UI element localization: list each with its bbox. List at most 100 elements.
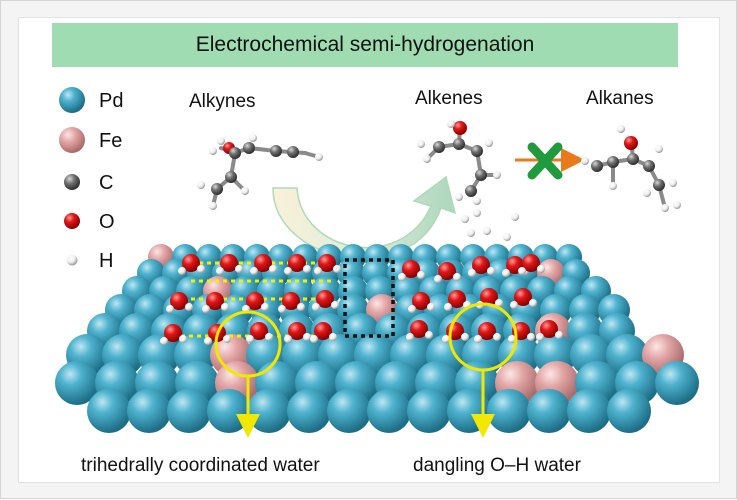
oxygen-atom <box>220 254 238 272</box>
alkyne-molecule <box>197 134 323 210</box>
hydrogen-atom <box>483 227 491 235</box>
fe-atom-icon <box>59 127 85 153</box>
label-alkanes: Alkanes <box>586 88 654 109</box>
pd-atom <box>127 389 171 433</box>
hydrogen-atom <box>467 229 475 237</box>
oxygen-atom <box>246 292 264 310</box>
legend-item-c: C <box>64 172 113 194</box>
hydrogen-atom <box>197 265 205 273</box>
oxygen-atom <box>478 322 496 340</box>
legend-label-c: C <box>99 172 113 194</box>
oxygen-atom <box>182 254 200 272</box>
pd-atom <box>87 389 131 433</box>
hydrogen-atom <box>221 303 229 311</box>
hydrogen-atom <box>179 335 187 343</box>
hydrogen-atom <box>529 299 537 307</box>
hydrogen-atom <box>284 335 292 343</box>
legend-label-o: O <box>99 211 115 233</box>
hydrogen-atom <box>493 333 501 341</box>
pd-atom <box>327 389 371 433</box>
pd-atom <box>487 389 531 433</box>
hydrogen-atom <box>314 267 322 275</box>
hydrogen-atom <box>297 303 305 311</box>
pd-atom-icon <box>59 87 85 113</box>
oxygen-atom <box>250 322 268 340</box>
hydrogen-atom <box>408 305 416 313</box>
oxygen-atom <box>288 322 306 340</box>
legend-item-pd: Pd <box>59 87 123 113</box>
hydrogen-atom <box>160 337 168 345</box>
label-alkynes: Alkynes <box>189 91 256 112</box>
hydrogen-atom <box>303 333 311 341</box>
pd-atom <box>287 389 331 433</box>
hydrogen-atom <box>310 335 318 343</box>
hydrogen-atom <box>461 333 469 341</box>
hydrogen-atom <box>495 299 503 307</box>
pd-atom <box>367 389 411 433</box>
hydrogen-atom <box>527 333 535 341</box>
hydrogen-atom <box>204 337 212 345</box>
hydrogen-atom <box>442 335 450 343</box>
oxygen-atom <box>438 262 456 280</box>
hydrogen-atom <box>185 303 193 311</box>
legend-item-fe: Fe <box>59 127 122 153</box>
figure-title: Electrochemical semi-hydrogenation <box>195 33 535 56</box>
hydrogen-atom <box>487 267 495 275</box>
pd-atom <box>207 389 251 433</box>
hydrogen-atom <box>536 333 544 341</box>
water-network <box>160 209 563 345</box>
hydrogen-atom <box>473 209 481 217</box>
hydrogen-atom <box>235 265 243 273</box>
oxygen-atom <box>472 256 490 274</box>
hydrogen-atom <box>434 275 442 283</box>
hydrogen-atom <box>178 267 186 275</box>
hydrogen-atom <box>303 265 311 273</box>
hydrogen-atom <box>425 331 433 339</box>
oxygen-atom <box>318 254 336 272</box>
hydrogen-atom <box>398 273 406 281</box>
alkane-molecule <box>581 125 681 212</box>
hydrogen-atom <box>502 269 510 277</box>
hydrogen-atom <box>508 335 516 343</box>
pd-atom <box>567 389 611 433</box>
oxygen-atom <box>164 324 182 342</box>
semi-hydrogenation-curved-arrow <box>272 175 457 260</box>
oxygen-atom <box>480 288 498 306</box>
hydrogen-atom <box>427 303 435 311</box>
hydrogen-atom <box>284 267 292 275</box>
hydrogen-atom <box>223 335 231 343</box>
oxygen-atom <box>514 288 532 306</box>
oxygen-atom <box>522 254 540 272</box>
oxygen-atom <box>410 320 428 338</box>
hydrogen-atom <box>453 273 461 281</box>
surface-site-box <box>343 258 395 338</box>
caption-dangling-water: dangling O–H water <box>413 455 582 476</box>
label-alkenes: Alkenes <box>415 88 483 109</box>
hydrogen-atom <box>555 331 563 339</box>
hydrogen-atom <box>250 267 258 275</box>
oxygen-atom <box>254 254 272 272</box>
hydrogen-atom <box>406 333 414 341</box>
hydrogen-atom <box>166 305 174 313</box>
hydrogen-atom <box>331 301 339 309</box>
hydrogen-atom <box>269 265 277 273</box>
hydrogen-atom <box>312 303 320 311</box>
legend-label-fe: Fe <box>99 130 122 152</box>
pd-atom <box>247 389 291 433</box>
oxygen-atom <box>412 292 430 310</box>
pd-atom <box>167 389 211 433</box>
hydrogen-atom <box>265 333 273 341</box>
oxygen-atom <box>316 290 334 308</box>
pd-fe-surface-slab <box>55 244 699 433</box>
oxygen-atom <box>402 260 420 278</box>
hydrogen-atom <box>474 335 482 343</box>
hydrogen-atom <box>246 335 254 343</box>
hydrogen-atom <box>461 215 469 223</box>
oxygen-atom <box>206 292 224 310</box>
o-atom-icon <box>64 213 80 229</box>
hydrogen-atom <box>278 305 286 313</box>
blocked-cross-icon <box>527 142 563 180</box>
pd-atom <box>407 389 451 433</box>
